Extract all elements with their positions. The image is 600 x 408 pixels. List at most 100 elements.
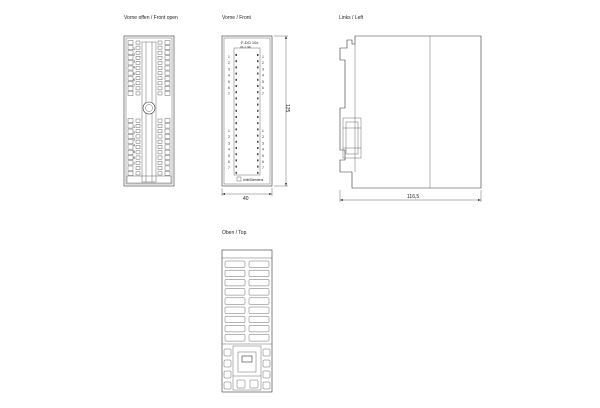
led-marker xyxy=(235,116,237,118)
terminal-number-left: 3 xyxy=(228,67,230,71)
terminal-screw xyxy=(157,50,163,55)
led-marker xyxy=(235,140,237,143)
terminal-cell xyxy=(127,40,134,45)
terminal-screw xyxy=(135,66,141,70)
top-slot xyxy=(248,334,270,342)
terminal-screw xyxy=(135,160,141,165)
led-marker xyxy=(257,60,259,63)
top-slot xyxy=(224,297,246,305)
terminal-cell xyxy=(164,60,171,66)
terminal-cell xyxy=(127,149,134,155)
terminal-number: 1 xyxy=(133,125,135,129)
terminal-number: 4 xyxy=(133,66,135,70)
terminal-cell xyxy=(127,86,134,91)
top-slot xyxy=(224,306,246,314)
terminal-screw xyxy=(135,124,141,128)
led-marker xyxy=(257,153,259,156)
terminal-number-left: 5 xyxy=(228,80,230,84)
led-marker xyxy=(257,85,259,87)
led-marker xyxy=(257,122,259,125)
terminal-screw xyxy=(157,166,163,170)
terminal-number: 4 xyxy=(133,144,135,148)
depth-dimension-text: 116,5 xyxy=(407,194,420,200)
terminal-number-right: 5 xyxy=(262,154,264,158)
terminal-number: 5 xyxy=(133,72,135,76)
terminal-cell xyxy=(164,75,171,81)
terminal-cell xyxy=(164,50,171,55)
led-marker xyxy=(235,97,237,100)
terminal-cell xyxy=(164,65,171,71)
terminal-cell xyxy=(127,144,134,150)
led-marker xyxy=(235,60,237,63)
terminal-number-right: 4 xyxy=(262,148,264,152)
led-marker xyxy=(257,128,259,131)
top-slot xyxy=(248,260,270,268)
top-slot xyxy=(248,325,270,333)
top-slot xyxy=(248,270,270,277)
terminal-screw xyxy=(135,76,141,80)
terminal-number-right: 5 xyxy=(262,80,264,84)
terminal-number-right: 6 xyxy=(262,160,264,164)
terminal-number-left: 4 xyxy=(228,148,230,152)
top-slot xyxy=(224,316,246,323)
terminal-screw xyxy=(157,124,163,128)
led-marker xyxy=(235,103,237,106)
led-marker xyxy=(235,128,237,131)
top-slot xyxy=(224,270,246,277)
terminal-number: 3 xyxy=(133,59,135,63)
width-dimension-text: 40 xyxy=(243,196,249,202)
terminal-screw xyxy=(135,166,141,170)
terminal-screw xyxy=(135,129,141,134)
terminal-cell xyxy=(127,81,134,86)
terminal-screw xyxy=(157,45,163,50)
terminal-screw xyxy=(157,61,163,65)
led-marker xyxy=(257,109,259,112)
led-marker xyxy=(257,171,259,174)
terminal-screw xyxy=(135,61,141,65)
led-marker xyxy=(257,97,259,100)
terminal-cell xyxy=(127,165,134,171)
terminal-cell xyxy=(164,123,171,129)
top-slot xyxy=(224,260,246,268)
terminal-cell xyxy=(127,50,134,55)
terminal-cell xyxy=(164,149,171,155)
terminal-number: 1 xyxy=(133,47,135,51)
terminal-screw xyxy=(135,81,141,86)
terminal-number: 6 xyxy=(133,156,135,160)
led-marker xyxy=(235,147,237,149)
terminal-cell xyxy=(164,70,171,76)
terminal-number: 6 xyxy=(133,78,135,82)
terminal-screw xyxy=(157,145,163,149)
led-marker xyxy=(235,171,237,174)
terminal-cell xyxy=(127,91,134,96)
top-view-label: Oben / Top xyxy=(222,230,247,236)
terminal-screw xyxy=(157,71,163,75)
led-marker xyxy=(257,66,259,69)
terminal-cell xyxy=(164,40,171,45)
led-marker xyxy=(235,72,237,75)
terminal-cell xyxy=(127,118,134,123)
top-bottom-slot xyxy=(223,359,232,368)
terminal-screw xyxy=(157,76,163,80)
terminal-number: 3 xyxy=(133,137,135,141)
led-marker xyxy=(235,122,237,125)
latch-slot xyxy=(249,379,259,389)
led-marker xyxy=(257,116,259,118)
terminal-cell xyxy=(164,118,171,123)
terminal-cell xyxy=(127,171,134,176)
led-marker xyxy=(257,140,259,143)
terminal-number: 2 xyxy=(133,53,135,57)
terminal-screw xyxy=(157,150,163,155)
top-slot xyxy=(248,306,270,314)
led-marker xyxy=(235,165,237,168)
terminal-screw xyxy=(157,118,163,123)
terminal-number-left: 2 xyxy=(228,61,230,65)
terminal-number: 7 xyxy=(133,84,135,88)
terminal-screw xyxy=(157,129,163,134)
top-slot xyxy=(224,334,246,342)
top-bottom-slot xyxy=(262,348,271,357)
terminal-cell xyxy=(127,55,134,61)
front-logo-text: mitbSiemens xyxy=(243,178,263,182)
terminal-number-left: 6 xyxy=(228,86,230,90)
